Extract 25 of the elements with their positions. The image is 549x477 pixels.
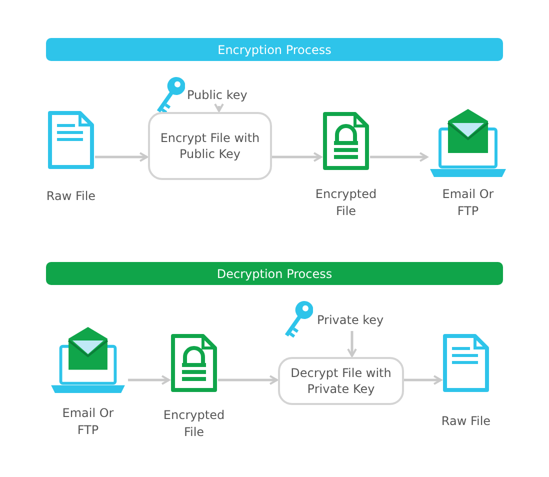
node-label: Encrypted File (314, 186, 378, 220)
section-banner: Decryption Process (46, 262, 503, 285)
node-label: Encrypted File (162, 407, 226, 442)
locked-document-icon (170, 332, 218, 394)
laptop-mail-icon (428, 107, 508, 179)
section-banner: Encryption Process (46, 38, 503, 61)
arrow (272, 152, 322, 162)
locked-document-icon (322, 110, 370, 172)
node-label: Raw File (440, 413, 492, 430)
arrow (128, 375, 170, 385)
arrow (370, 152, 428, 162)
document-icon (47, 110, 95, 170)
node-label: Email Or FTP (441, 186, 495, 220)
node-label: Raw File (45, 188, 97, 205)
process-box: Decrypt File with Private Key (278, 357, 404, 405)
arrow (95, 152, 148, 162)
arrow (218, 375, 278, 385)
arrow (214, 103, 224, 112)
document-icon (442, 333, 490, 393)
arrow (347, 331, 357, 357)
key-label: Private key (317, 313, 384, 327)
key-label: Public key (187, 88, 248, 102)
arrow (404, 375, 442, 385)
node-label: Email Or FTP (61, 405, 115, 440)
process-box: Encrypt File with Public Key (148, 112, 272, 180)
